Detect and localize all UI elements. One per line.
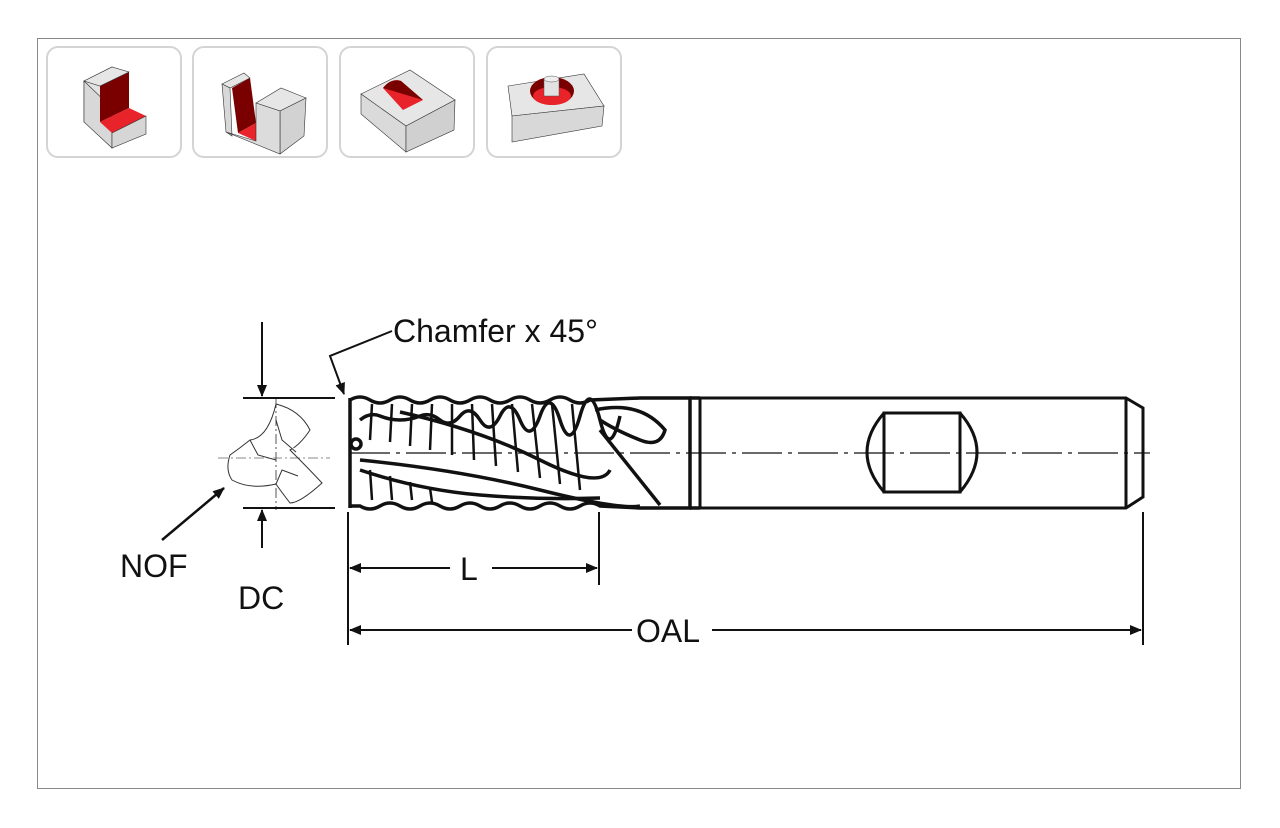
drawing-frame [37,38,1241,789]
nof-label: NOF [120,548,188,584]
chamfer-label: Chamfer x 45° [393,313,598,349]
operation-slot-milling-button[interactable] [192,46,328,158]
pocket-milling-icon [360,69,456,153]
slot-milling-icon [221,72,307,155]
dc-label: DC [238,580,284,616]
oal-label: OAL [636,613,700,649]
operation-pocket-milling-button[interactable] [339,46,475,158]
l-label: L [460,551,478,587]
operation-circular-pocket-milling-button[interactable] [486,46,622,158]
circular-pocket-milling-icon [507,73,605,143]
flute-section [348,395,700,511]
shoulder-milling-icon [83,66,147,149]
end-view [218,398,330,510]
operation-shoulder-milling-button[interactable] [46,46,182,158]
dimensions [161,322,1144,645]
